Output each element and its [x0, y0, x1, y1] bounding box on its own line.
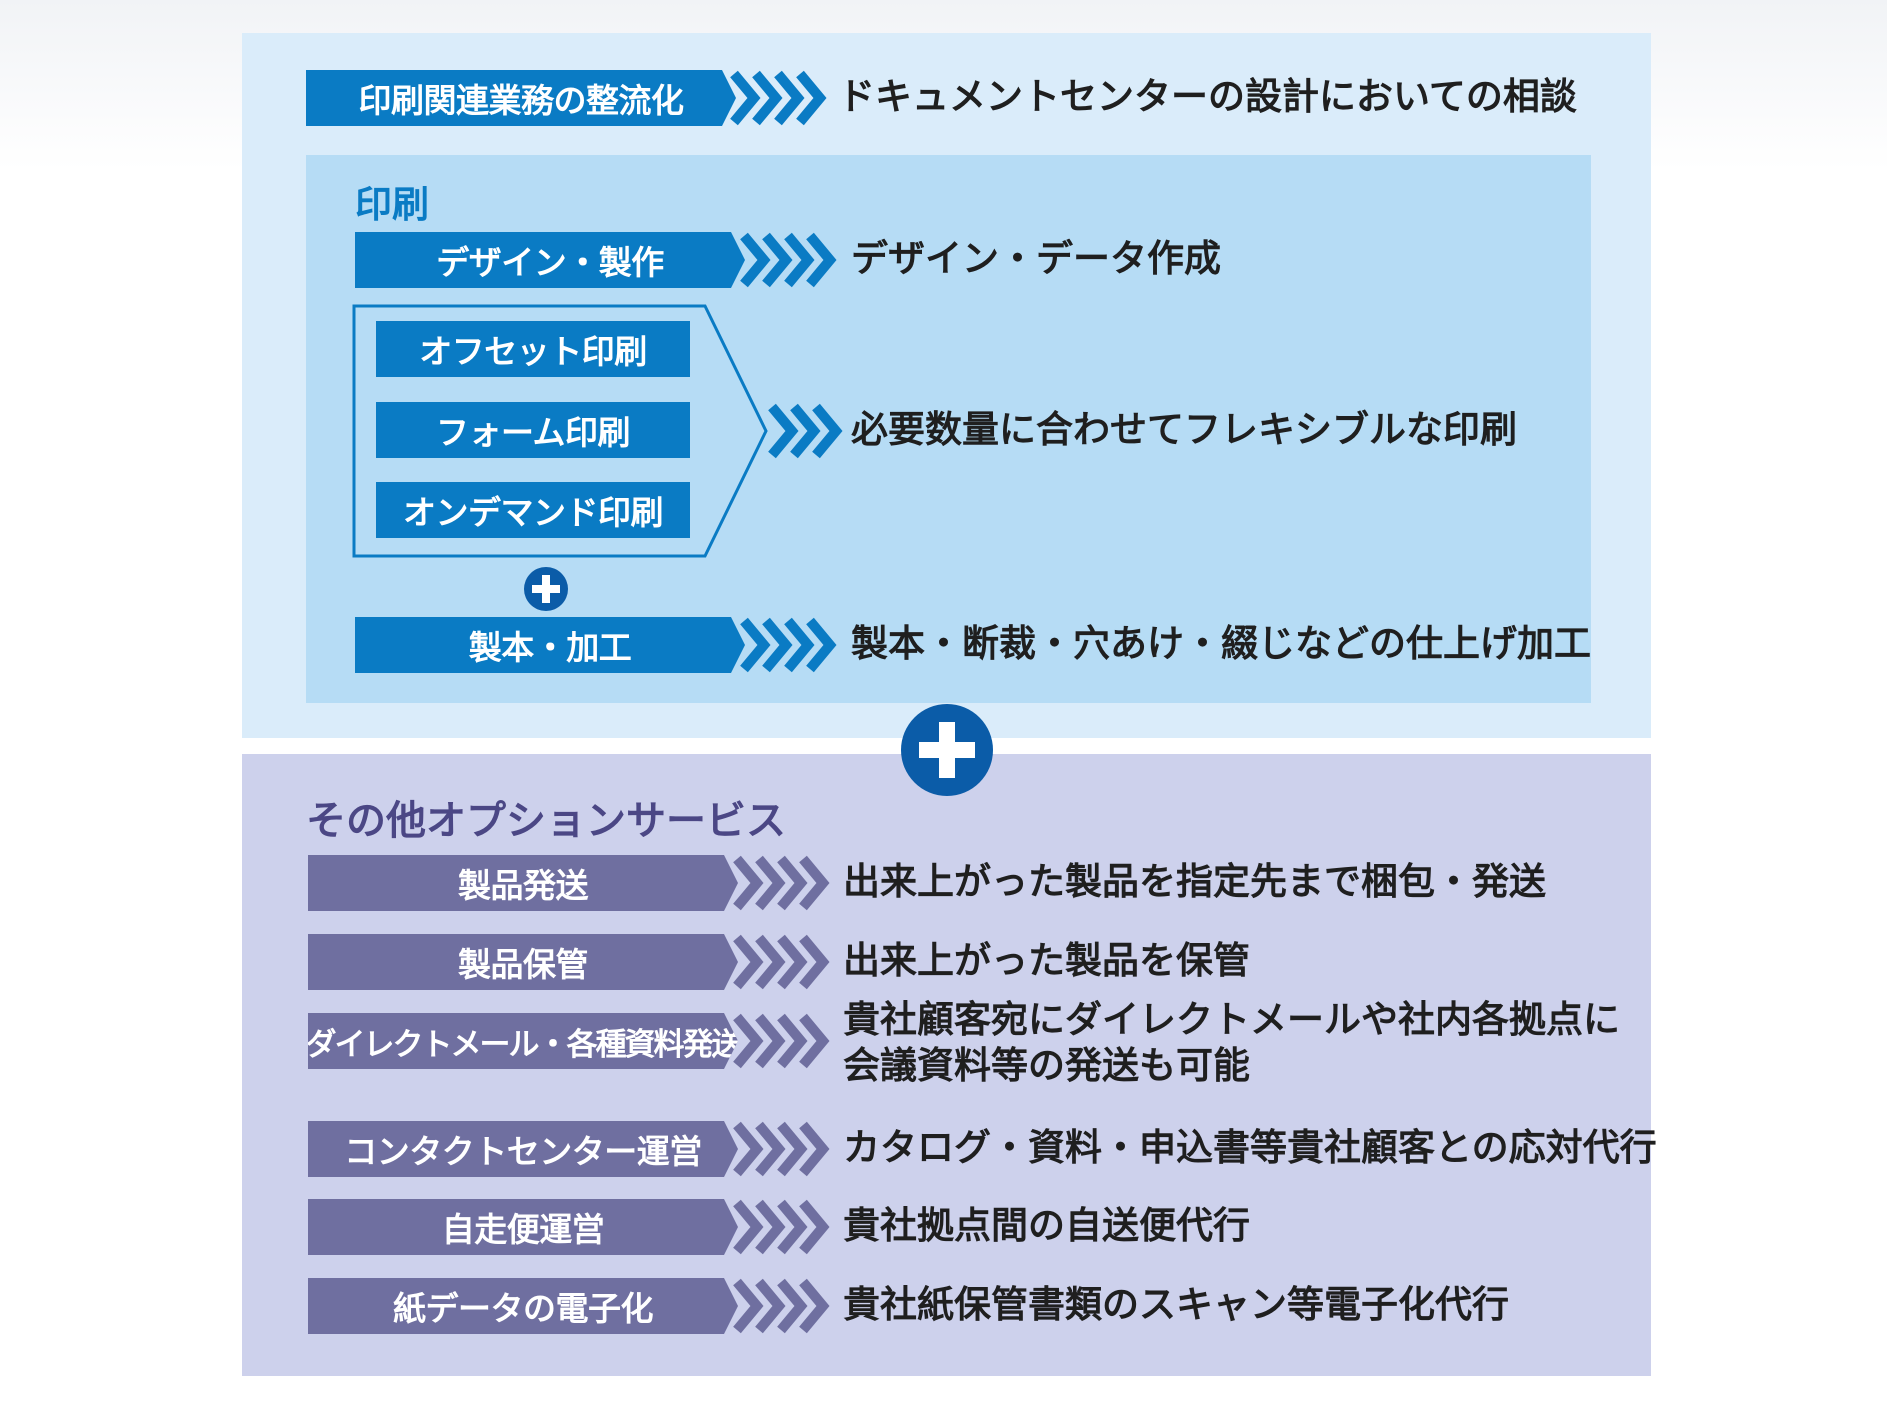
- option-service-label: 自走便運営: [308, 1199, 738, 1255]
- option-service-desc: 出来上がった製品を保管: [843, 939, 1250, 982]
- chevron-arrows-icon: [733, 934, 830, 990]
- option-service-desc: 貴社紙保管書類のスキャン等電子化代行: [843, 1283, 1509, 1326]
- chevron-arrows-icon: [733, 1278, 830, 1334]
- chevron-arrows-icon: [733, 1121, 830, 1177]
- printing-title: 印刷: [355, 183, 429, 226]
- plus-circle-icon: [524, 567, 568, 611]
- option-service-label: 製品保管: [308, 934, 738, 990]
- chevron-arrows-icon: [733, 1199, 830, 1255]
- workflow-optimization-desc: ドキュメントセンターの設計においての相談: [838, 75, 1577, 118]
- option-service-desc: カタログ・資料・申込書等貴社顧客との応対代行: [843, 1126, 1657, 1169]
- option-service-label: コンタクトセンター運営: [308, 1121, 738, 1177]
- option-service-desc: 出来上がった製品を指定先まで梱包・発送: [843, 860, 1546, 903]
- workflow-optimization-label: 印刷関連業務の整流化: [306, 70, 736, 126]
- chevron-arrows-icon: [740, 617, 837, 673]
- design-production-label: デザイン・製作: [355, 232, 745, 288]
- printing-methods-desc: 必要数量に合わせてフレキシブルな印刷: [851, 408, 1517, 451]
- option-service-label: 紙データの電子化: [308, 1278, 738, 1334]
- option-service-desc-line: 貴社顧客宛にダイレクトメールや社内各拠点に: [843, 998, 1620, 1041]
- chevron-arrows-icon: [768, 403, 843, 459]
- on-demand-printing-label: オンデマンド印刷: [376, 482, 690, 538]
- chevron-arrows-icon: [730, 70, 827, 126]
- printing-methods-bracket: [352, 304, 768, 558]
- option-service-label: ダイレクトメール・各種資料発送: [308, 1013, 738, 1069]
- binding-processing-desc: 製本・断裁・穴あけ・綴じなどの仕上げ加工: [851, 622, 1591, 665]
- option-service-desc-line: 会議資料等の発送も可能: [843, 1044, 1250, 1088]
- option-service-desc: 貴社顧客宛にダイレクトメールや社内各拠点に会議資料等の発送も可能: [843, 997, 1620, 1090]
- option-service-label: 製品発送: [308, 855, 738, 911]
- chevron-arrows-icon: [733, 1013, 830, 1069]
- chevron-arrows-icon: [740, 232, 837, 288]
- offset-printing-label: オフセット印刷: [376, 321, 690, 377]
- design-production-desc: デザイン・データ作成: [851, 237, 1221, 280]
- plus-circle-icon: [901, 704, 993, 796]
- option-services-title: その他オプションサービス: [306, 798, 786, 844]
- chevron-arrows-icon: [733, 855, 830, 911]
- binding-processing-label: 製本・加工: [355, 617, 745, 673]
- option-service-desc: 貴社拠点間の自送便代行: [843, 1204, 1250, 1247]
- form-printing-label: フォーム印刷: [376, 402, 690, 458]
